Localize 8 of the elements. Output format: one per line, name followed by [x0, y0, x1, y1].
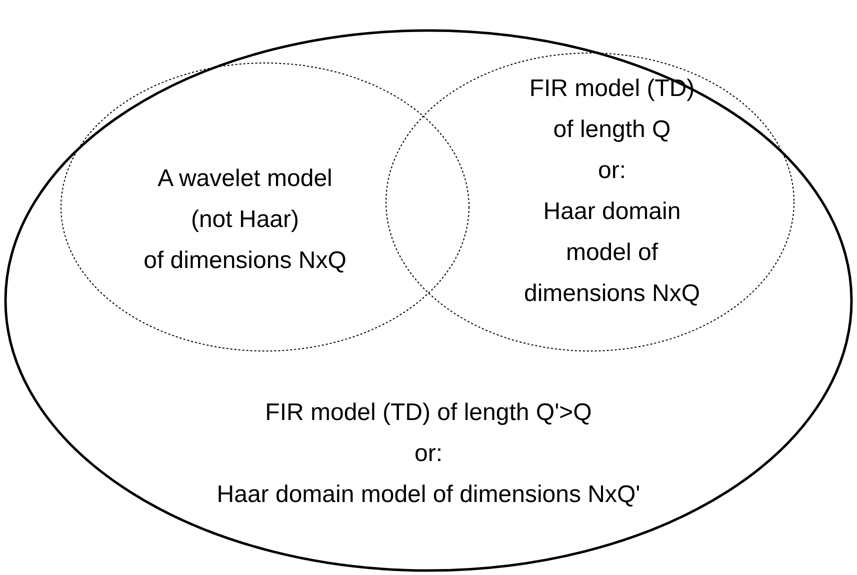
set-label: Haar domain model of dimensions NxQ [522, 197, 702, 309]
set-label: or: [414, 439, 442, 469]
set-label: or: [598, 156, 626, 186]
set-label: (not Haar) [190, 205, 300, 235]
set-label: FIR model (TD) of length Q'>Q [265, 398, 592, 428]
set-label: Haar domain model of dimensions NxQ' [216, 480, 640, 510]
set-label: A wavelet model [158, 164, 332, 194]
set-label: of dimensions NxQ [144, 246, 346, 276]
